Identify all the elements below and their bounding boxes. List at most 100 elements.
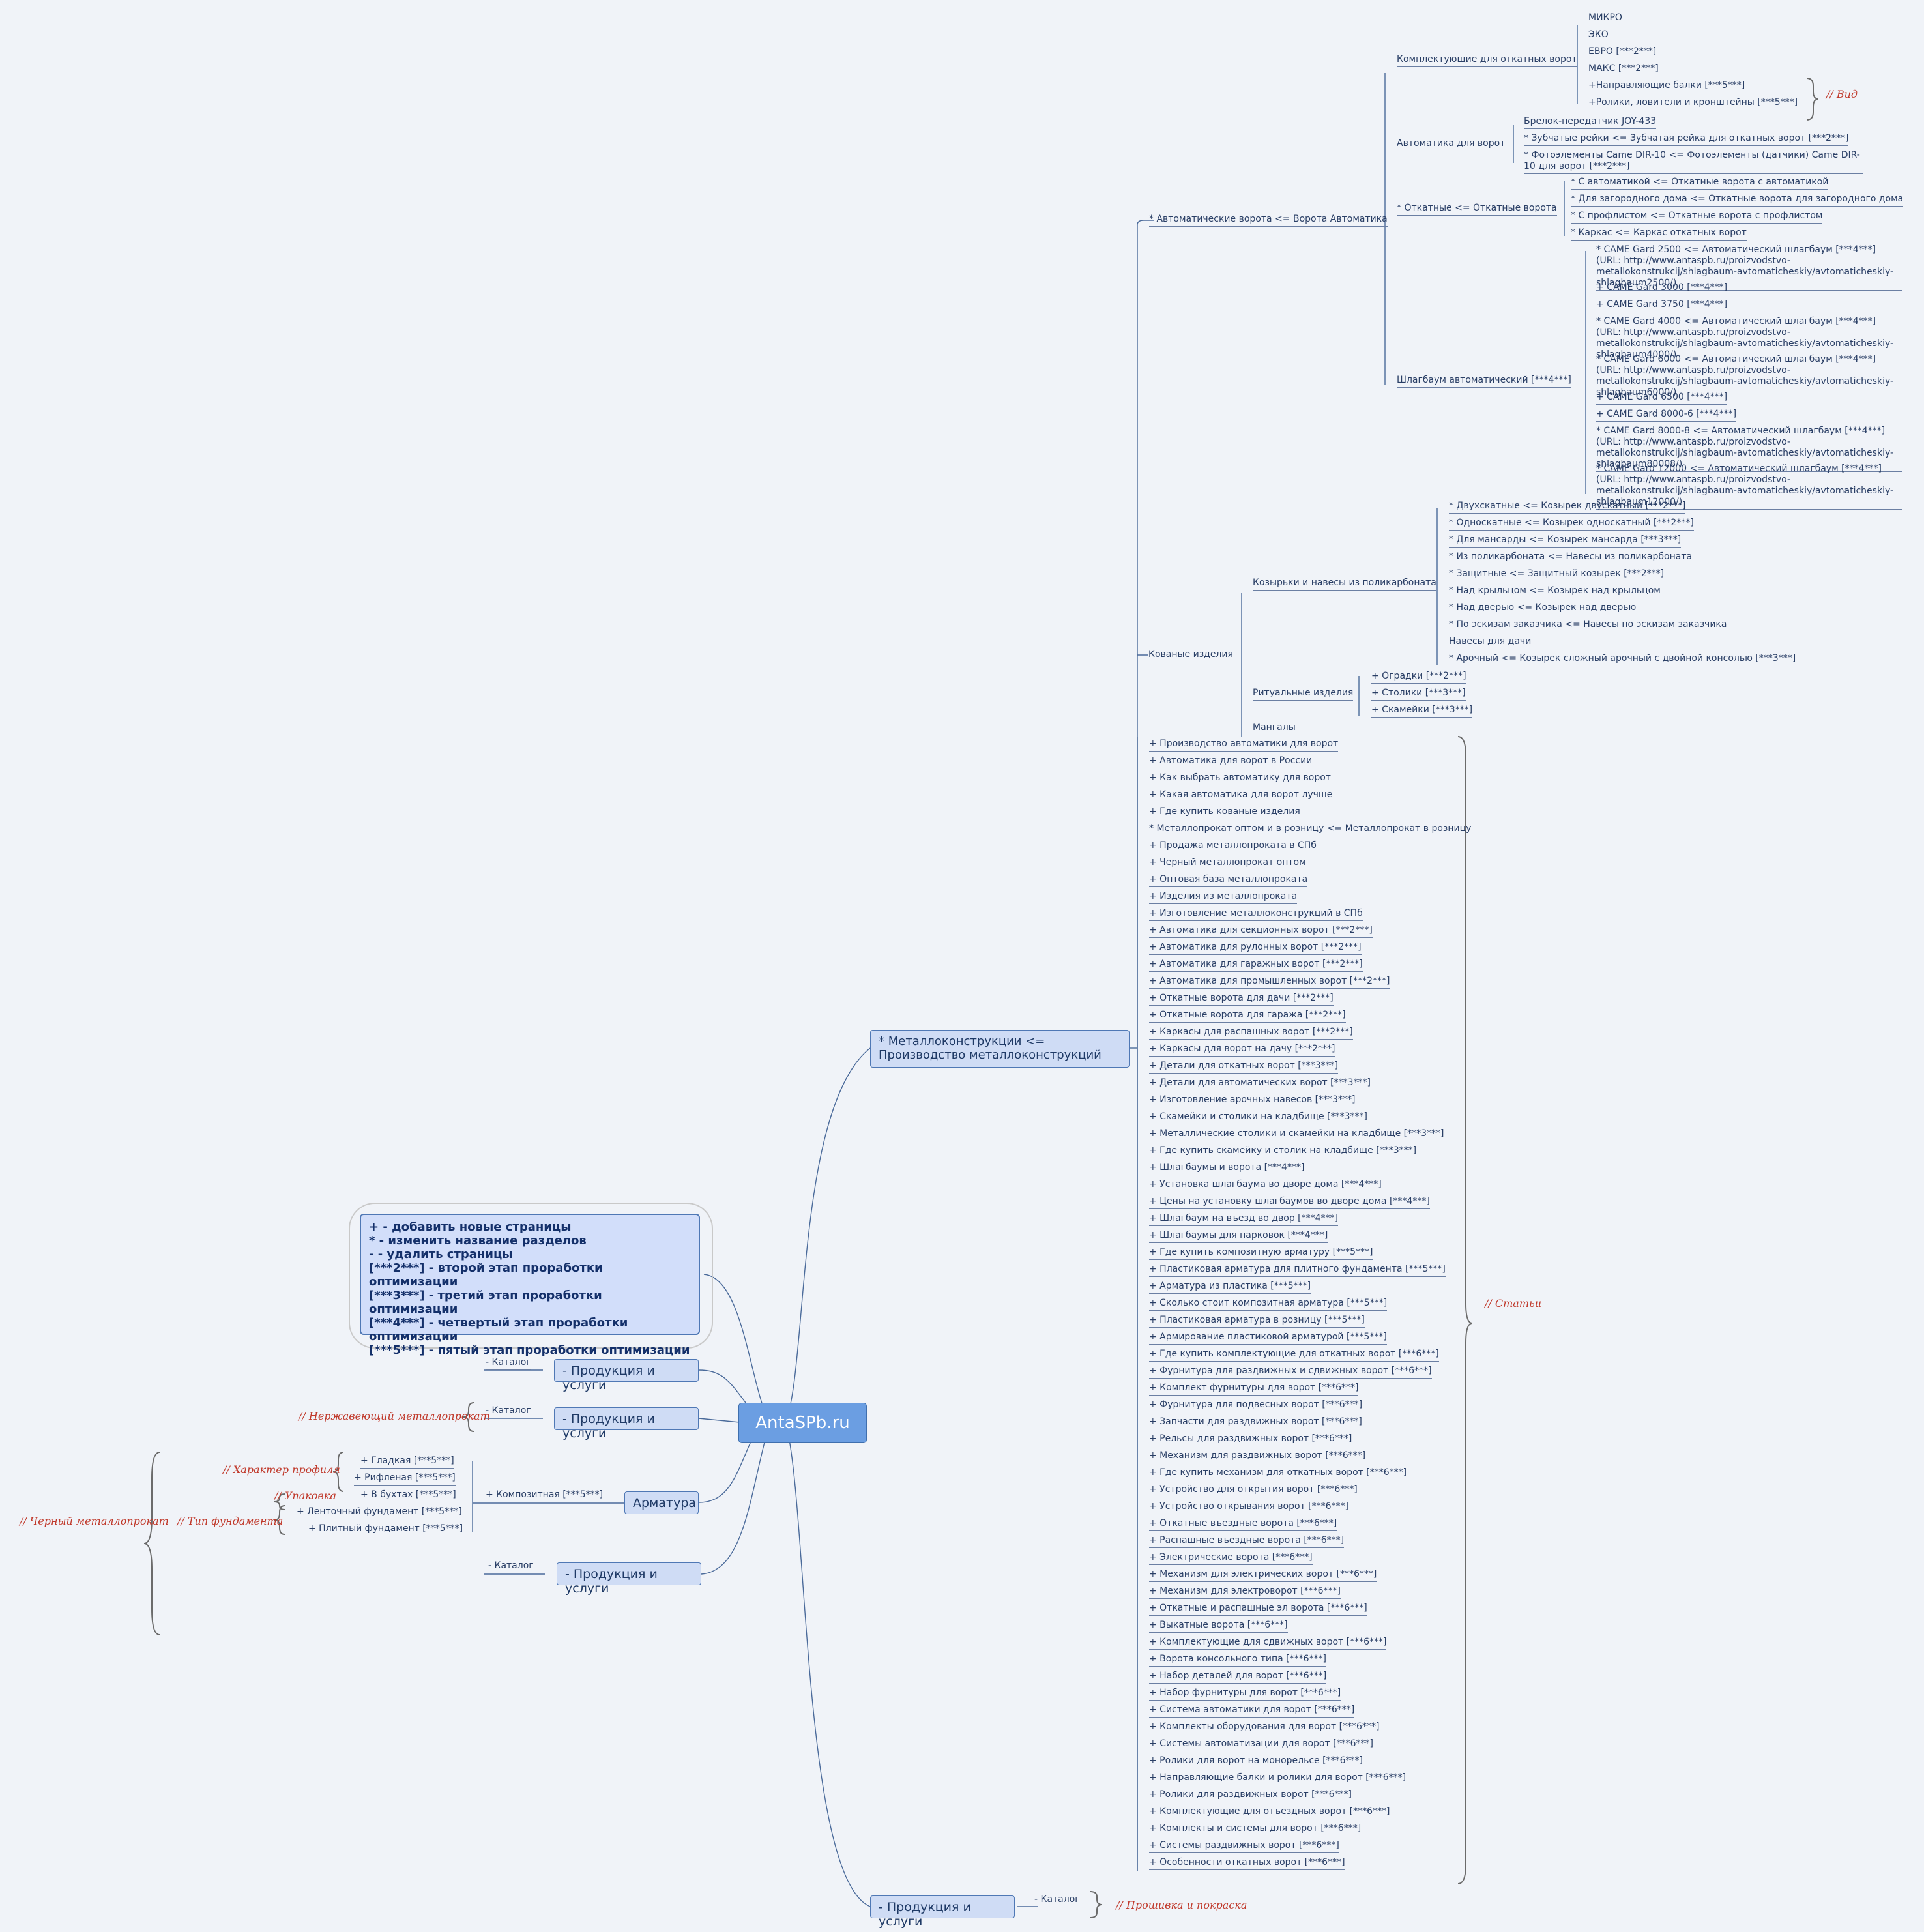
legend-box[interactable]: + - добавить новые страницы * - изменить…: [360, 1214, 700, 1357]
kozyrki-item[interactable]: * Защитные <= Защитный козырек [***2***]: [1449, 568, 1665, 581]
kozyrki-item[interactable]: * По эскизам заказчика <= Навесы по эски…: [1449, 619, 1727, 632]
armatura-item[interactable]: + Ленточный фундамент [***5***]: [297, 1506, 462, 1519]
article-item[interactable]: + Детали для автоматических ворот [***3*…: [1149, 1077, 1371, 1090]
komplekt-item[interactable]: ЕВРО [***2***]: [1588, 46, 1657, 59]
node-kovanye[interactable]: Кованые изделия: [1148, 649, 1233, 662]
article-item[interactable]: + Шлагбаумы для парковок [***4***]: [1149, 1230, 1328, 1243]
article-item[interactable]: + Изделия из металлопроката: [1149, 891, 1298, 904]
article-item[interactable]: + Производство автоматики для ворот: [1149, 739, 1339, 752]
article-item[interactable]: + Как выбрать автоматику для ворот: [1149, 772, 1331, 785]
komplekt-item[interactable]: ЭКО: [1588, 29, 1609, 42]
branch-armatura[interactable]: Арматура: [624, 1491, 699, 1514]
article-item[interactable]: + Устройство открывания ворот [***6***]: [1149, 1501, 1349, 1514]
ritual-item[interactable]: + Оградки [***2***]: [1371, 671, 1466, 684]
branch-produkciya-1[interactable]: - Продукция и услуги: [554, 1359, 699, 1392]
article-item[interactable]: + Комплект фурнитуры для ворот [***6***]: [1149, 1383, 1359, 1396]
shlagbaum-item[interactable]: * CAME Gard 2500 <= Автоматический шлагб…: [1596, 244, 1902, 291]
node-katalog[interactable]: - Каталог: [488, 1560, 534, 1573]
shlagbaum-item[interactable]: + CAME Gard 6500 [***4***]: [1596, 392, 1728, 405]
article-item[interactable]: + Каркасы для распашных ворот [***2***]: [1149, 1027, 1353, 1040]
article-item[interactable]: + Комплектующие для отъездных ворот [***…: [1149, 1806, 1390, 1819]
shlagbaum-item[interactable]: * CAME Gard 12000 <= Автоматический шлаг…: [1596, 463, 1902, 510]
node-mangaly[interactable]: Мангалы: [1253, 722, 1296, 735]
article-item[interactable]: + Системы автоматизации для ворот [***6*…: [1149, 1738, 1373, 1751]
kozyrki-item[interactable]: * Над крыльцом <= Козырек над крыльцом: [1449, 585, 1661, 598]
kozyrki-item[interactable]: * Двухскатные <= Козырек двускатный [***…: [1449, 501, 1686, 514]
article-item[interactable]: + Автоматика для гаражных ворот [***2***…: [1149, 959, 1363, 972]
kozyrki-item[interactable]: * Над дверью <= Козырек над дверью: [1449, 602, 1637, 615]
article-item[interactable]: + Фурнитура для раздвижных и сдвижных во…: [1149, 1366, 1432, 1379]
node-katalog[interactable]: - Каталог: [1034, 1894, 1080, 1907]
article-item[interactable]: + Выкатные ворота [***6***]: [1149, 1620, 1288, 1633]
komplekt-item[interactable]: МИКРО: [1588, 12, 1622, 25]
shlagbaum-item[interactable]: * CAME Gard 6000 <= Автоматический шлагб…: [1596, 354, 1902, 400]
article-item[interactable]: + Установка шлагбаума во дворе дома [***…: [1149, 1179, 1382, 1192]
article-item[interactable]: + Ролики для раздвижных ворот [***6***]: [1149, 1789, 1352, 1802]
article-item[interactable]: + Откатные ворота для гаража [***2***]: [1149, 1010, 1346, 1023]
article-item[interactable]: + Комплектующие для сдвижных ворот [***6…: [1149, 1637, 1387, 1650]
article-item[interactable]: + Детали для откатных ворот [***3***]: [1149, 1061, 1339, 1074]
node-auto-gates[interactable]: * Автоматические ворота <= Ворота Автома…: [1149, 214, 1388, 227]
kozyrki-item[interactable]: * Арочный <= Козырек сложный арочный с д…: [1449, 653, 1796, 666]
article-item[interactable]: + Откатные ворота для дачи [***2***]: [1149, 993, 1334, 1006]
article-item[interactable]: + Продажа металлопроката в СПб: [1149, 840, 1317, 853]
article-item[interactable]: + Какая автоматика для ворот лучше: [1149, 789, 1333, 802]
shlagbaum-item[interactable]: + CAME Gard 3000 [***4***]: [1596, 282, 1728, 295]
article-item[interactable]: + Ворота консольного типа [***6***]: [1149, 1654, 1326, 1667]
article-item[interactable]: + Пластиковая арматура в розницу [***5**…: [1149, 1315, 1365, 1328]
article-item[interactable]: + Механизм для раздвижных ворот [***6***…: [1149, 1450, 1366, 1463]
article-item[interactable]: + Шлагбаумы и ворота [***4***]: [1149, 1162, 1305, 1175]
kozyrki-item[interactable]: * Для мансарды <= Козырек мансарда [***3…: [1449, 534, 1682, 548]
article-item[interactable]: + Автоматика для промышленных ворот [***…: [1149, 976, 1390, 989]
article-item[interactable]: + Набор деталей для ворот [***6***]: [1149, 1671, 1327, 1684]
automatika-item[interactable]: Брелок-передатчик JOY-433: [1524, 116, 1657, 129]
article-item[interactable]: + Комплекты и системы для ворот [***6***…: [1149, 1823, 1362, 1836]
article-item[interactable]: + Ролики для ворот на монорельсе [***6**…: [1149, 1755, 1363, 1768]
article-item[interactable]: + Система автоматики для ворот [***6***]: [1149, 1705, 1355, 1718]
node-kozyrki[interactable]: Козырьки и навесы из поликарбоната: [1253, 578, 1436, 591]
kozyrki-item[interactable]: * Односкатные <= Козырек односкатный [**…: [1449, 518, 1694, 531]
article-item[interactable]: + Где купить композитную арматуру [***5*…: [1149, 1247, 1373, 1260]
article-item[interactable]: + Комплекты оборудования для ворот [***6…: [1149, 1721, 1380, 1734]
node-kompozitnaya[interactable]: + Композитная [***5***]: [486, 1489, 604, 1502]
otkatnye-item[interactable]: * С профлистом <= Откатные ворота с проф…: [1571, 211, 1823, 224]
article-item[interactable]: + Пластиковая арматура для плитного фунд…: [1149, 1264, 1446, 1277]
article-item[interactable]: + Направляющие балки и ролики для ворот …: [1149, 1772, 1407, 1785]
kozyrki-item[interactable]: Навесы для дачи: [1449, 636, 1532, 649]
article-item[interactable]: + Особенности откатных ворот [***6***]: [1149, 1857, 1345, 1870]
shlagbaum-item[interactable]: * CAME Gard 4000 <= Автоматический шлагб…: [1596, 316, 1902, 362]
armatura-item[interactable]: + В бухтах [***5***]: [360, 1489, 456, 1502]
article-item[interactable]: + Каркасы для ворот на дачу [***2***]: [1149, 1044, 1335, 1057]
branch-produkciya-bottom[interactable]: - Продукция и услуги: [870, 1895, 1015, 1929]
article-item[interactable]: * Металлопрокат оптом и в розницу <= Мет…: [1149, 823, 1472, 836]
kozyrki-item[interactable]: * Из поликарбоната <= Навесы из поликарб…: [1449, 551, 1693, 564]
node-katalog[interactable]: - Каталог: [486, 1405, 531, 1418]
otkatnye-item[interactable]: * Каркас <= Каркас откатных ворот: [1571, 227, 1747, 241]
article-item[interactable]: + Металлические столики и скамейки на кл…: [1149, 1128, 1444, 1141]
article-item[interactable]: + Оптовая база металлопроката: [1149, 874, 1308, 887]
otkatnye-item[interactable]: * С автоматикой <= Откатные ворота с авт…: [1571, 177, 1829, 190]
article-item[interactable]: + Изготовление металлоконструкций в СПб: [1149, 908, 1363, 921]
article-item[interactable]: + Где купить механизм для откатных ворот…: [1149, 1467, 1407, 1480]
node-komplekt[interactable]: Комплектующие для откатных ворот: [1397, 54, 1577, 67]
article-item[interactable]: + Системы раздвижных ворот [***6***]: [1149, 1840, 1339, 1853]
shlagbaum-item[interactable]: + CAME Gard 8000-6 [***4***]: [1596, 409, 1737, 422]
article-item[interactable]: + Фурнитура для подвесных ворот [***6***…: [1149, 1399, 1363, 1412]
article-item[interactable]: + Где купить комплектующие для откатных …: [1149, 1349, 1439, 1362]
article-item[interactable]: + Арматура из пластика [***5***]: [1149, 1281, 1311, 1294]
shlagbaum-item[interactable]: * CAME Gard 8000-8 <= Автоматический шла…: [1596, 426, 1902, 472]
article-item[interactable]: + Автоматика для секционных ворот [***2*…: [1149, 925, 1373, 938]
article-item[interactable]: + Шлагбаум на въезд во двор [***4***]: [1149, 1213, 1338, 1226]
article-item[interactable]: + Скамейки и столики на кладбище [***3**…: [1149, 1111, 1367, 1124]
article-item[interactable]: + Откатные и распашные эл ворота [***6**…: [1149, 1603, 1367, 1616]
armatura-item[interactable]: + Гладкая [***5***]: [360, 1456, 454, 1469]
ritual-item[interactable]: + Столики [***3***]: [1371, 688, 1466, 701]
shlagbaum-item[interactable]: + CAME Gard 3750 [***4***]: [1596, 299, 1728, 312]
article-item[interactable]: + Сколько стоит композитная арматура [**…: [1149, 1298, 1388, 1311]
article-item[interactable]: + Распашные въездные ворота [***6***]: [1149, 1535, 1345, 1548]
article-item[interactable]: + Армирование пластиковой арматурой [***…: [1149, 1332, 1387, 1345]
article-item[interactable]: + Запчасти для раздвижных ворот [***6***…: [1149, 1416, 1362, 1429]
branch-metallokonstrukcii[interactable]: * Металлоконструкции <= Производство мет…: [870, 1030, 1130, 1068]
article-item[interactable]: + Электрические ворота [***6***]: [1149, 1552, 1313, 1565]
article-item[interactable]: + Механизм для электроворот [***6***]: [1149, 1586, 1341, 1599]
